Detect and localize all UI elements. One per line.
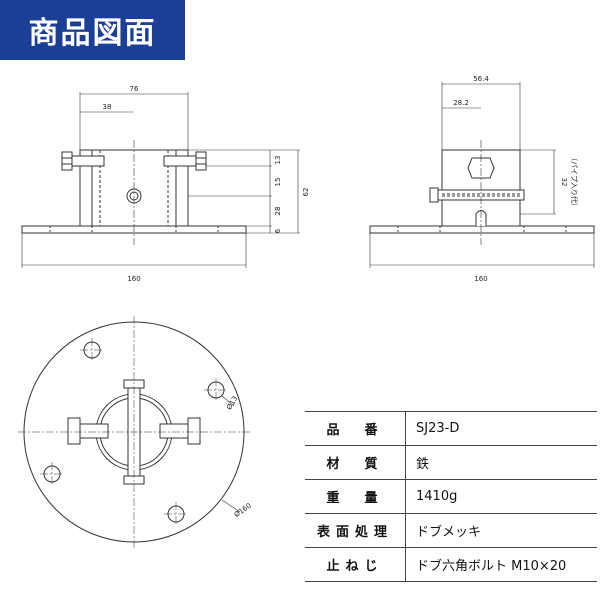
- dim-front-6: 6: [274, 228, 282, 233]
- spec-row: 表面処理 ドブメッキ: [305, 513, 597, 548]
- spec-value: ドブ六角ボルト M10×20: [405, 547, 597, 582]
- spec-key: 止ねじ: [305, 547, 406, 582]
- spec-row: 品 番 SJ23-D: [305, 411, 597, 446]
- spec-table: 品 番 SJ23-D 材 質 鉄 重 量 1410g 表面処理 ドブメッキ 止ね…: [305, 411, 597, 582]
- spec-key: 重 量: [305, 479, 406, 514]
- dim-front-160: 160: [127, 275, 140, 283]
- spec-row: 重 量 1410g: [305, 479, 597, 514]
- top-view: [18, 316, 250, 548]
- page-title: 商品図面: [0, 0, 185, 60]
- dim-front-76: 76: [130, 85, 139, 93]
- spec-value: 1410g: [405, 479, 597, 514]
- dim-side-56-4: 56.4: [473, 75, 489, 83]
- dim-front-13: 13: [274, 156, 282, 165]
- spec-key: 品 番: [305, 411, 406, 446]
- dim-side-28-2: 28.2: [453, 99, 469, 107]
- front-view: [21, 92, 300, 268]
- spec-value: ドブメッキ: [405, 513, 597, 548]
- spec-key: 材 質: [305, 445, 406, 480]
- dim-front-62: 62: [302, 188, 310, 197]
- spec-row: 止ねじ ドブ六角ボルト M10×20: [305, 547, 597, 582]
- spec-value: 鉄: [405, 445, 597, 480]
- spec-row: 材 質 鉄: [305, 445, 597, 480]
- dim-outer-diameter: Ø160: [233, 502, 253, 519]
- dim-front-38: 38: [103, 103, 112, 111]
- dim-side-32: 32: [560, 178, 568, 187]
- dim-side-160: 160: [474, 275, 487, 283]
- dim-front-28: 28: [274, 207, 282, 216]
- dim-side-pipe-note: （パイプ入り代）: [570, 154, 579, 210]
- spec-key: 表面処理: [305, 513, 406, 548]
- side-view: [369, 82, 595, 268]
- spec-value: SJ23-D: [405, 411, 597, 446]
- dim-front-15: 15: [274, 178, 282, 187]
